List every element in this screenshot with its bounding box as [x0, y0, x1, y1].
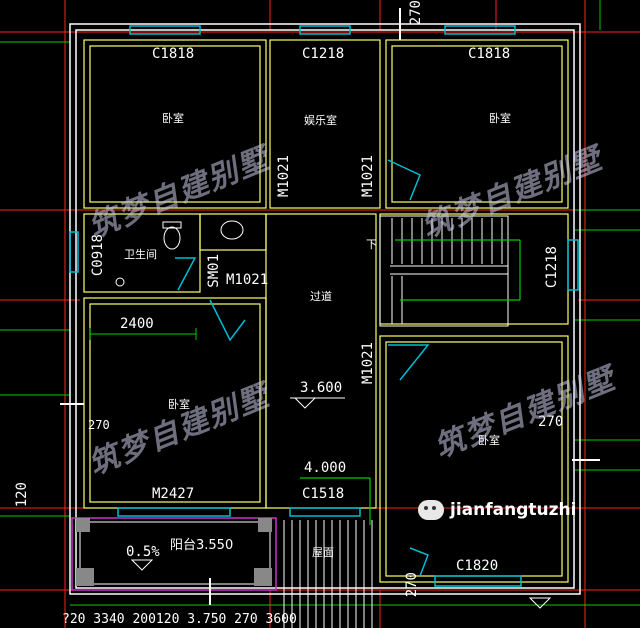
room-bedroom-bottom-right: 卧室 — [478, 434, 500, 447]
balcony-label: 阳台3.550 — [170, 538, 234, 553]
door-label-m1021-d: M1021 — [360, 342, 376, 385]
elevation-3600: 3.600 — [300, 380, 343, 396]
dimension-270-right: 270 — [538, 414, 564, 430]
elevation-4000-marker — [300, 477, 371, 525]
dimension-270-left: 270 — [88, 418, 110, 432]
room-bedroom-bottom-left: 卧室 — [168, 398, 190, 411]
window-label-c1218-right: C1218 — [544, 246, 560, 289]
elevation-4000: 4.000 — [304, 460, 347, 476]
windows — [69, 25, 579, 587]
social-handle-text: jianfangtuzhi — [450, 500, 577, 520]
dimension-270-top: 270 — [408, 0, 424, 26]
axis-grid-green — [0, 0, 640, 606]
stair-down-label: 下 — [366, 238, 377, 251]
social-handle: jianfangtuzhi — [418, 500, 576, 520]
label-sm01: SM01 — [206, 254, 222, 288]
room-corridor: 过道 — [310, 290, 332, 303]
wechat-icon — [418, 500, 444, 520]
dimension-lines — [89, 328, 197, 340]
window-label-c1518: C1518 — [302, 486, 345, 502]
elevation-markers — [130, 397, 552, 609]
balcony-area — [71, 517, 277, 591]
interior-walls — [83, 39, 569, 583]
dimension-120: 120 — [14, 482, 30, 508]
room-bathroom: 卫生间 — [124, 248, 157, 261]
window-label-c1218-top: C1218 — [302, 46, 345, 62]
stair-arrow — [395, 239, 521, 301]
room-bedroom-top-left: 卧室 — [162, 112, 184, 125]
door-label-m2427: M2427 — [152, 486, 195, 502]
door-label-m1021-c: M1021 — [226, 272, 269, 288]
dimension-2400: 2400 — [120, 316, 154, 332]
room-entertainment: 娱乐室 — [304, 114, 337, 127]
room-bedroom-top-right: 卧室 — [489, 112, 511, 125]
dimension-270-bottom: 270 — [404, 572, 420, 598]
slope-label: 0.5% — [126, 544, 160, 560]
door-label-m1021-a: M1021 — [276, 155, 292, 198]
window-label-c1818-left: C1818 — [152, 46, 195, 62]
outer-wall — [69, 23, 581, 595]
bathroom-fixtures — [115, 220, 244, 287]
tick-marks — [60, 8, 600, 605]
doors — [175, 159, 430, 577]
staircase — [379, 215, 509, 327]
roof-hatch — [283, 520, 373, 628]
bottom-dimension-row: ?20 3340 200120 3.750 270 3600 — [62, 612, 297, 627]
roof-label: 屋面 — [312, 546, 334, 559]
window-label-c1818-right: C1818 — [468, 46, 511, 62]
window-label-c1820: C1820 — [456, 558, 499, 574]
door-label-m1021-b: M1021 — [360, 155, 376, 198]
